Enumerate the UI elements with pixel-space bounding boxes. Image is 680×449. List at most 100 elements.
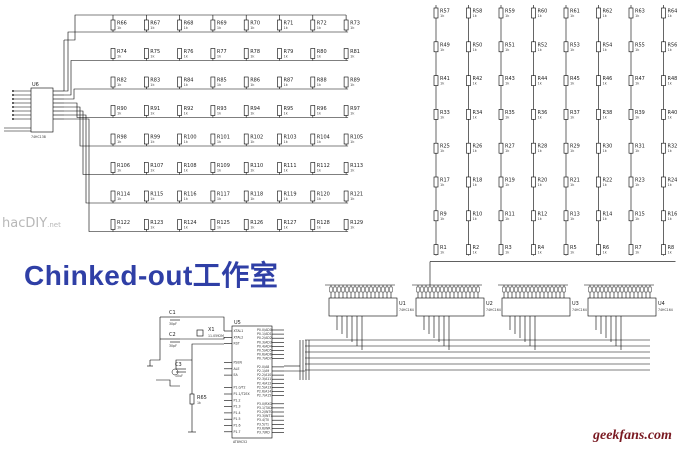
resistor-label: R79 (284, 49, 294, 55)
resistor-value: 1k (250, 140, 255, 144)
resistor-label: R76 (184, 49, 194, 55)
resistor-label: R97 (350, 106, 360, 112)
resistor-label: R22 (603, 178, 613, 184)
resistor-value: 1k (150, 226, 155, 230)
resistor-value: 1k (505, 149, 510, 153)
resistor-label: R41 (440, 76, 450, 82)
resistor-label: R74 (117, 49, 127, 55)
resistor-value: 1k (117, 169, 122, 173)
resistor-label: R125 (217, 220, 230, 226)
resistor-label: R56 (668, 42, 678, 48)
resistor-label: R45 (570, 76, 580, 82)
resistor-label: R15 (635, 211, 645, 217)
resistor-label: R70 (250, 21, 260, 27)
mcu-part: AT89C52 (233, 440, 247, 444)
crystal-value: 11.0592M (208, 334, 224, 338)
resistor-label: R49 (440, 42, 450, 48)
resistor-label: R120 (317, 192, 330, 198)
latch-body (587, 297, 657, 317)
resistor-value: 1k (284, 112, 289, 116)
resistor-label: R81 (350, 49, 360, 55)
resistor-value: 1k (440, 149, 445, 153)
resistor-value: 1k (184, 112, 189, 116)
mcu-right-pin: P3.3/INT1 (257, 414, 272, 418)
mcu-right-pin: P0.7/AD7 (257, 357, 272, 361)
resistor-label: R66 (117, 21, 127, 27)
resistor-value: 1k (184, 226, 189, 230)
resistor-label: R9 (440, 211, 447, 217)
resistor-value: 1k (538, 48, 543, 52)
resistor-value: 1k (150, 55, 155, 59)
resistor-label: R129 (350, 220, 363, 226)
left-watermark-text: hacDIY (2, 216, 48, 231)
resistor-value: 1k (635, 115, 640, 119)
resistor-label: R72 (317, 21, 327, 27)
resistor-label: R121 (350, 192, 363, 198)
resistor-value: 1k (284, 140, 289, 144)
resistor-value: 1k (505, 251, 510, 255)
resistor-label: R115 (150, 192, 163, 198)
resistor-label: R64 (668, 9, 678, 15)
resistor-value: 1k (668, 48, 673, 52)
latch-part: 74HC164 (658, 308, 673, 312)
mcu-right-pin: P3.7/RD (257, 431, 270, 435)
resistor-label: R29 (570, 144, 580, 150)
resistor-value: 1k (538, 183, 543, 187)
latch-part: 74HC164 (572, 308, 587, 312)
resistor-value: 1k (603, 14, 608, 18)
resistor-label: R36 (538, 110, 548, 116)
resistor-label: R40 (668, 110, 678, 116)
resistor-value: 1k (117, 83, 122, 87)
resistor-label: R57 (440, 9, 450, 15)
resistor-value: 1k (317, 226, 322, 230)
resistor-value: 1k (350, 55, 355, 59)
resistor-label: R17 (440, 178, 450, 184)
resistor-value: 1k (217, 197, 222, 201)
resistor-value: 1k (117, 112, 122, 116)
resistor-value: 1k (538, 82, 543, 86)
resistor-label: R69 (217, 21, 227, 27)
resistor-label: R82 (117, 78, 127, 84)
capacitor-label: C1 (169, 310, 176, 316)
resistor-label: R48 (668, 76, 678, 82)
resistor-label: R85 (217, 78, 227, 84)
resistor-value: 1k (217, 55, 222, 59)
resistor-label: R113 (350, 163, 363, 169)
resistor-value: 1k (250, 169, 255, 173)
resistor-label: R34 (473, 110, 483, 116)
resistor-value: 1k (284, 169, 289, 173)
resistor-value: 1k (570, 48, 575, 52)
resistor-label: R44 (538, 76, 548, 82)
left-watermark-suffix: .net (47, 221, 61, 229)
resistor-value: 1k (217, 83, 222, 87)
